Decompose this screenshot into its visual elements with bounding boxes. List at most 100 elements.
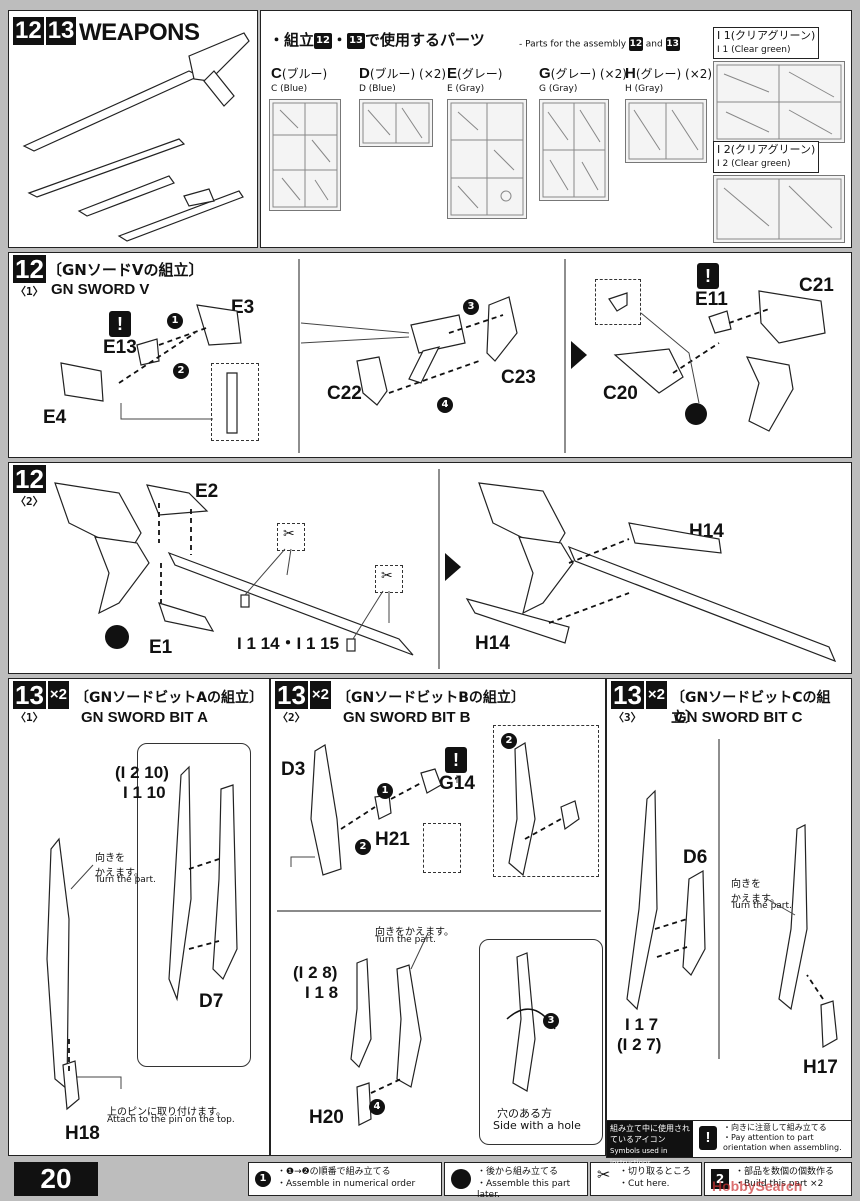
caution-icon: ! [699, 1126, 717, 1150]
step-12-1-title-en: GN SWORD V [51, 281, 150, 298]
step-number-badges: 12 13 [13, 17, 78, 45]
turn-note-jp: 向きを かえます。 [731, 879, 780, 905]
runner-color-en-g: G (Gray) [539, 84, 578, 94]
detail-inset-hole [479, 939, 603, 1145]
runner-label-i2: I 2(クリアグリーン)I 2 (Clear green) [713, 141, 820, 173]
next-stage-arrow [571, 341, 587, 369]
step-13-1-illustration [46, 765, 238, 1111]
sequence-badge-3: 3 [543, 1013, 559, 1029]
step-13-2-title-en: GN SWORD BIT B [343, 709, 471, 726]
step-13-3-title-jp: 〔GNソードビットCの組立〕 [671, 690, 831, 726]
step-13-1-multiplier: ×2 [47, 681, 70, 709]
runner-i2-image [713, 175, 845, 243]
runner-label-e: E(グレー) E (Gray) [447, 66, 502, 96]
runner-color-jp-c: (ブルー) [281, 67, 328, 81]
sequence-badge-4: 4 [369, 1099, 385, 1115]
runner-color-en-i2: I 2 (Clear green) [717, 159, 791, 169]
step-13-2-title-jp: 〔GNソードビットBの組立〕 [337, 690, 525, 706]
runner-d-image [359, 99, 433, 147]
runner-label-h: H(グレー) (×2)H (Gray) [625, 66, 712, 96]
next-stage-arrow [445, 553, 461, 581]
runner-color-jp-i1: (クリアグリーン) [730, 29, 816, 42]
part-label-e1: E1 [149, 637, 173, 658]
pin-note-jp: 上のピンに取り付けます。 [107, 1107, 226, 1118]
step-13-2-badge: 13 [275, 680, 308, 710]
legend-order: 1 ・❶→❷の順番で組み立てる ・Assemble in numerical o… [248, 1162, 442, 1196]
step-12-1-substep: 〈1〉 [15, 285, 44, 298]
step-12-2-illustration [54, 469, 837, 669]
later-assembly-icon [451, 1169, 471, 1189]
sequence-badge-4: 4 [437, 397, 453, 413]
pin-note-en: Attach to the pin on the top. [107, 1115, 235, 1125]
step-13-1-badge: 13 [13, 680, 46, 710]
part-label-e2: E2 [195, 481, 219, 502]
step-13-2-multiplier: ×2 [309, 681, 332, 709]
hole-note-en: Side with a hole [493, 1119, 581, 1132]
parts-heading-en-prefix: - Parts for the assembly [519, 39, 627, 50]
runner-code-i2: I 2 [717, 143, 731, 156]
step-13-3-panel: 13×2 〈3〉 〔GNソードビットCの組立〕 GN SWORD BIT C D… [606, 678, 852, 1156]
part-label-c22: C22 [327, 383, 362, 404]
part-label-h17: H17 [803, 1057, 838, 1078]
parts-heading-en-step-a: 12 [628, 37, 643, 51]
runner-count-d: (×2) [419, 67, 447, 81]
runner-color-en-h: H (Gray) [625, 84, 664, 94]
legend-order-jp: ・❶→❷の順番で組み立てる [277, 1167, 391, 1177]
runner-g-image [539, 99, 609, 201]
part-label-i2-8: (I 2 8) [293, 963, 338, 982]
parts-heading-dot: ・ [332, 31, 348, 49]
caution-icon: ! [697, 263, 719, 289]
part-label-c21: C21 [799, 275, 834, 296]
detail-inset-g14 [423, 823, 461, 873]
parts-heading-step-b: 13 [347, 32, 366, 49]
legend-count: 2 ・部品を数個の個数作る ・Build this part ×2 [704, 1162, 852, 1196]
part-label-i1-14-15: I 1 14・I 1 15 [237, 634, 340, 653]
detail-inset-e11 [595, 279, 641, 325]
part-label-h21: H21 [375, 829, 410, 850]
part-label-d6: D6 [683, 847, 708, 868]
legend-caution-en: ・Pay attention to part orientation when … [723, 1133, 842, 1152]
legend-order-en: ・Assemble in numerical order [277, 1179, 416, 1189]
part-label-d3: D3 [281, 759, 306, 780]
caution-icon: ! [445, 747, 467, 773]
runner-i1-image [713, 61, 845, 143]
turn-note-jp: 向きを かえます。 [95, 853, 144, 879]
legend-cut-jp: ・切り取るところ [619, 1167, 692, 1177]
legend-later: ・後から組み立てる ・Assemble this part later. [444, 1162, 588, 1200]
later-assembly-icon [685, 403, 707, 425]
parts-heading-prefix: ・組立 [269, 31, 315, 49]
part-label-h14-lower: H14 [475, 633, 510, 654]
detail-inset-bit-a [137, 743, 251, 1067]
sequence-badge-3: 3 [463, 299, 479, 315]
part-label-g14: G14 [439, 773, 475, 794]
page-number: 20 [14, 1162, 98, 1196]
hole-note-jp: 穴のある方 [497, 1107, 552, 1120]
part-label-i1-8: I 1 8 [305, 983, 339, 1002]
parts-heading-step-a: 12 [314, 32, 333, 49]
runner-label-d: D(ブルー) (×2)D (Blue) [359, 66, 447, 96]
legend-count-jp: ・部品を数個の個数作る [735, 1167, 835, 1177]
detail-inset-pin [211, 363, 259, 441]
step-13-2-substep: 〈2〉 [277, 711, 306, 724]
step-badge-12: 12 [13, 17, 44, 45]
later-assembly-icon [105, 625, 129, 649]
quantity-icon: 2 [711, 1169, 729, 1189]
step-13-3-title-en: GN SWORD BIT C [675, 709, 803, 726]
runner-color-en-i1: I 1 (Clear green) [717, 45, 791, 55]
runner-color-jp-g: (グレー) [550, 67, 597, 81]
sequence-badge-1: 1 [167, 313, 183, 329]
runner-color-jp-h: (グレー) [635, 67, 682, 81]
step-12-1-panel: 12 〈1〉 〔GNソードVの組立〕 GN SWORD V ! E13 E3 E… [8, 252, 852, 458]
detail-inset-bit-b [493, 725, 599, 877]
part-label-i2-10: (I 2 10) [115, 763, 169, 782]
runner-color-en-d: D (Blue) [359, 84, 396, 94]
runner-color-en-c: C (Blue) [271, 84, 308, 94]
sequence-badge-2: 2 [501, 733, 517, 749]
part-label-d7: D7 [199, 991, 224, 1012]
legend-caution-jp: ・向きに注意して組み立てる [723, 1123, 827, 1132]
part-label-i2-7: (I 2 7) [617, 1035, 662, 1054]
parts-heading-en: - Parts for the assembly 12 and 13 [519, 37, 680, 51]
step-13-3-illustration [626, 739, 838, 1059]
